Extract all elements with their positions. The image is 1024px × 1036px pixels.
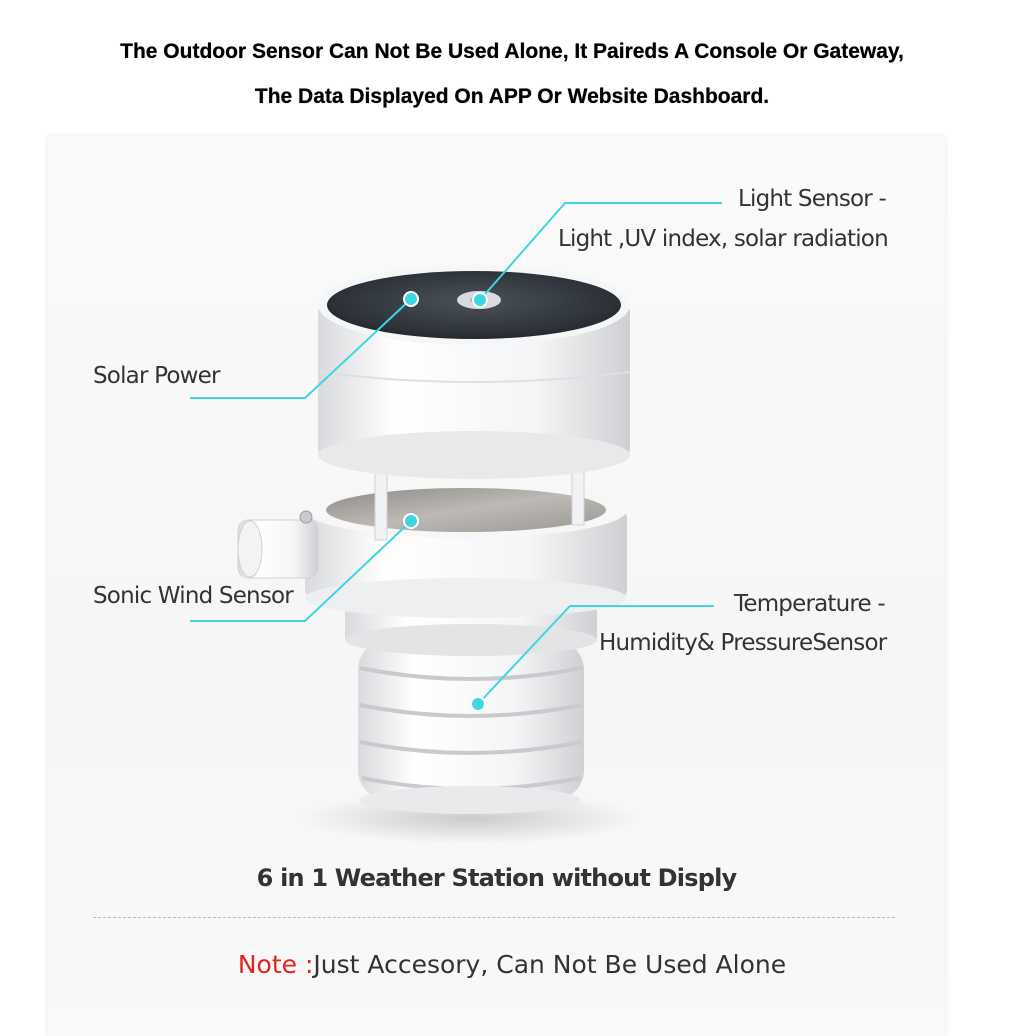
note-line: Note :Just Accesory, Can Not Be Used Alo…	[0, 950, 1024, 979]
note-prefix: Note :	[237, 950, 314, 979]
product-caption: 6 in 1 Weather Station without Disply	[256, 864, 738, 892]
note-text: Just Accesory, Can Not Be Used Alone	[313, 950, 787, 979]
headline-line-2: The Data Displayed On APP Or Website Das…	[254, 85, 770, 108]
light-sensor-label: Light Sensor -	[738, 186, 887, 212]
callout-lines	[190, 202, 722, 705]
sonic-wind-sensor-label: Sonic Wind Sensor	[93, 583, 294, 609]
dashed-divider	[93, 917, 895, 918]
headline-line-1: The Outdoor Sensor Can Not Be Used Alone…	[120, 40, 904, 63]
solar-power-label: Solar Power	[93, 363, 220, 389]
cable-connector	[237, 510, 319, 579]
light-sensor-sublabel: Light ,UV index, solar radiation	[558, 226, 889, 252]
top-cylinder	[317, 265, 631, 479]
temperature-label: Temperature -	[734, 591, 886, 617]
humidity-pressure-label: Humidity& PressureSensor	[599, 630, 887, 656]
callout-dots	[403, 291, 488, 712]
radiation-shield	[358, 640, 584, 814]
